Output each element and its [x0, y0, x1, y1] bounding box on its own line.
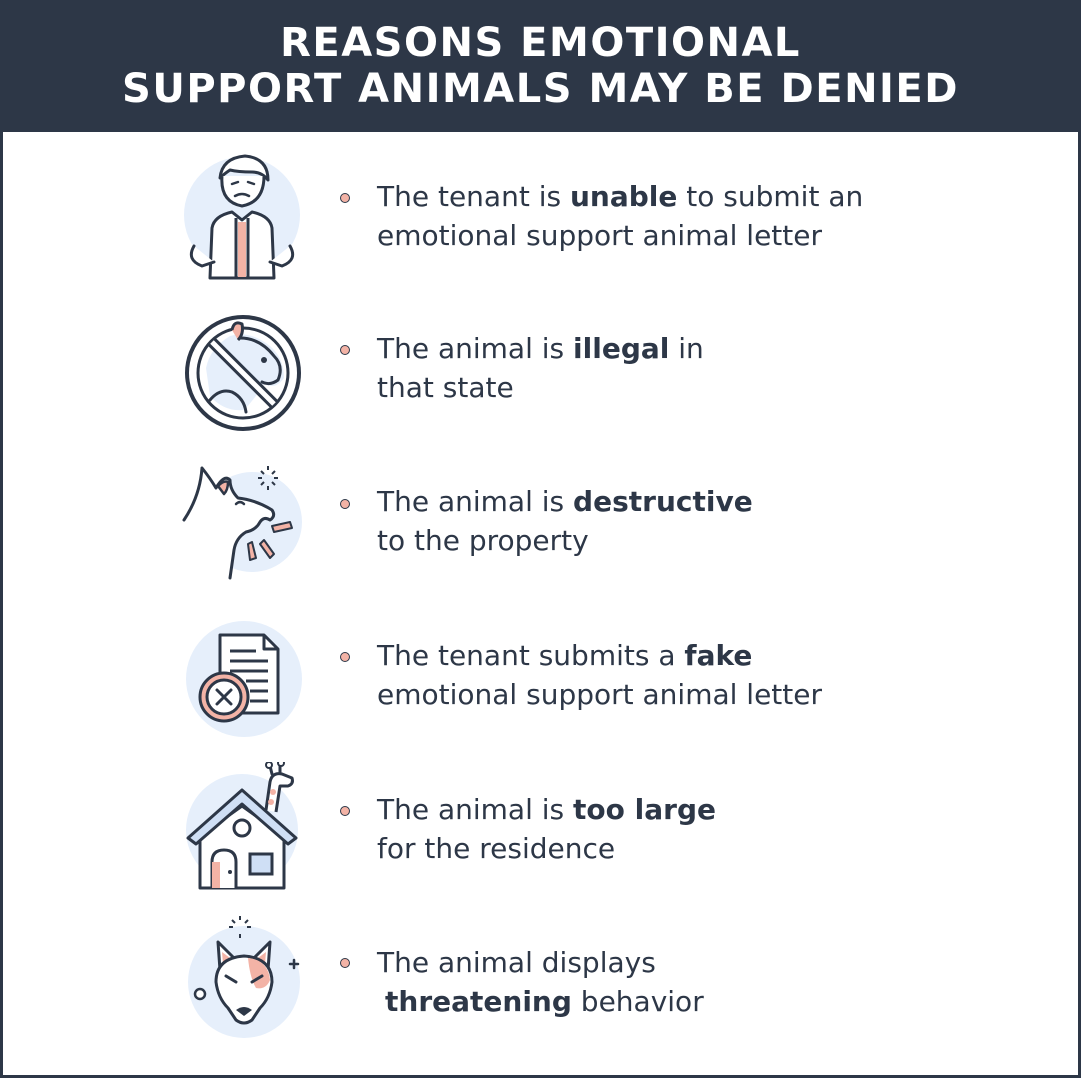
reason-item-threatening: The animal displays threatening behavior — [0, 912, 1081, 1042]
reason-line-2: emotional support animal letter — [377, 219, 823, 252]
reason-keyword: threatening — [385, 985, 572, 1018]
reason-text: The animal is too large for the residenc… — [377, 790, 716, 868]
reason-line-2: threatening behavior — [385, 985, 704, 1018]
reason-text: The tenant is unable to submit an emotio… — [377, 177, 863, 255]
reason-line-2: to the property — [377, 524, 589, 557]
confused-tenant-icon — [180, 150, 310, 280]
reason-line-1: The animal displays — [377, 946, 656, 979]
giraffe-house-icon — [180, 759, 310, 892]
bullet-dot — [340, 806, 350, 816]
reason-line-1: The animal is too large — [377, 793, 716, 826]
reason-item-destructive: The animal is destructive to the propert… — [0, 460, 1081, 590]
reason-text: The animal is destructive to the propert… — [377, 482, 753, 560]
reason-line-1: The animal is illegal in — [377, 332, 704, 365]
bullet-dot — [340, 499, 350, 509]
bullet-dot — [340, 958, 350, 968]
bullet-dot — [340, 193, 350, 203]
bullet-dot — [340, 345, 350, 355]
angry-dog-icon — [180, 912, 310, 1042]
reason-line-2: for the residence — [377, 832, 616, 865]
title-line-1: REASONS EMOTIONAL — [280, 20, 801, 66]
bullet-dot — [340, 652, 350, 662]
reason-keyword: destructive — [573, 485, 753, 518]
reason-keyword: too large — [573, 793, 716, 826]
reason-text: The tenant submits a fake emotional supp… — [377, 636, 822, 714]
reason-item-illegal: The animal is illegal in that state — [0, 308, 1081, 438]
reason-keyword: illegal — [573, 332, 670, 365]
reason-keyword: fake — [684, 639, 753, 672]
rejected-document-icon — [180, 615, 310, 745]
reason-line-1: The tenant is unable to submit an — [377, 180, 864, 213]
reason-text: The animal is illegal in that state — [377, 329, 704, 407]
title-line-2: SUPPORT ANIMALS MAY BE DENIED — [122, 66, 959, 112]
reason-item-unable-letter: The tenant is unable to submit an emotio… — [0, 150, 1081, 280]
reason-line-1: The animal is destructive — [377, 485, 753, 518]
reason-line-2: that state — [377, 371, 514, 404]
prohibited-animal-icon — [180, 308, 310, 438]
reason-text: The animal displays threatening behavior — [377, 943, 704, 1021]
barking-dog-icon — [180, 460, 310, 590]
reason-line-2: emotional support animal letter — [377, 678, 823, 711]
reason-item-fake-letter: The tenant submits a fake emotional supp… — [0, 615, 1081, 745]
reason-line-1: The tenant submits a fake — [377, 639, 753, 672]
reason-keyword: unable — [569, 180, 678, 213]
header-banner: REASONS EMOTIONAL SUPPORT ANIMALS MAY BE… — [0, 0, 1081, 132]
reason-item-too-large: The animal is too large for the residenc… — [0, 759, 1081, 892]
